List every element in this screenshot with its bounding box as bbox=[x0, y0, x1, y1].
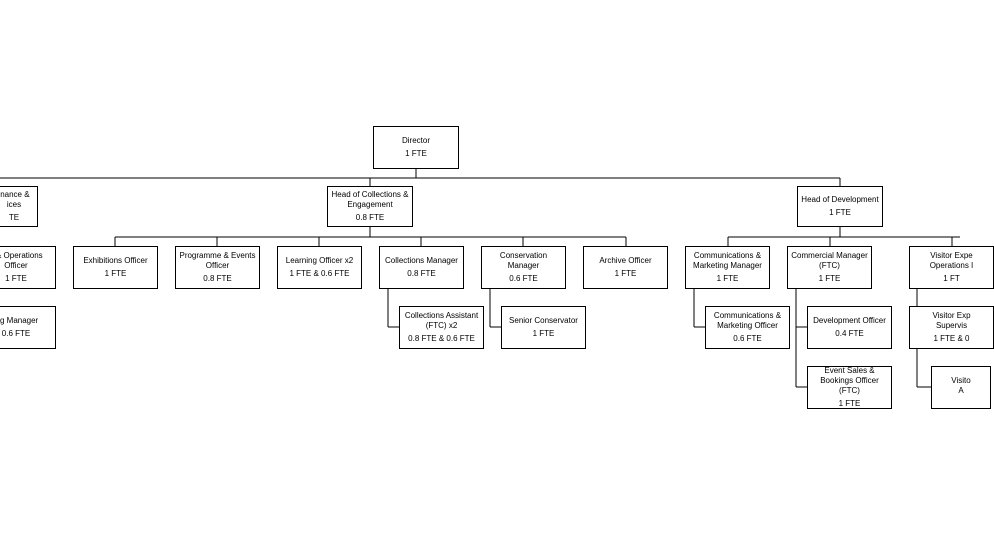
head-development-title: Head of Development bbox=[801, 195, 879, 204]
commercial-manager-title: Commercial Manager (FTC) bbox=[791, 251, 868, 270]
collections-assistant-fte: 0.8 FTE & 0.6 FTE bbox=[408, 334, 475, 343]
development-officer-fte: 0.4 FTE bbox=[835, 329, 864, 338]
conservation-manager-box: Conservation Manager 0.6 FTE bbox=[481, 246, 566, 289]
head-development-box: Head of Development 1 FTE bbox=[797, 186, 883, 227]
event-sales-box: Event Sales & Bookings Officer (FTC) 1 F… bbox=[807, 366, 892, 409]
development-officer-title: Development Officer bbox=[813, 316, 886, 325]
exhibitions-officer-title: Exhibitions Officer bbox=[83, 256, 148, 265]
conservation-manager-title: Conservation Manager bbox=[499, 251, 548, 270]
collections-manager-fte: 0.8 FTE bbox=[407, 269, 436, 278]
finance-manager-fte: 0.6 FTE bbox=[1, 329, 31, 338]
programme-events-box: Programme & Events Officer 0.8 FTE bbox=[175, 246, 260, 289]
head-collections-title: Head of Collections & Engagement bbox=[331, 190, 409, 209]
senior-conservator-box: Senior Conservator 1 FTE bbox=[501, 306, 586, 349]
finance-manager-box: ing Manager 0.6 FTE bbox=[0, 306, 56, 349]
comms-manager-box: Communications & Marketing Manager 1 FTE bbox=[685, 246, 770, 289]
finance-fte: TE bbox=[8, 213, 20, 222]
learning-officer-box: Learning Officer x2 1 FTE & 0.6 FTE bbox=[277, 246, 362, 289]
commercial-manager-fte: 1 FTE bbox=[818, 274, 841, 283]
director-fte: 1 FTE bbox=[405, 149, 427, 158]
visitor-supervisor-fte: 1 FTE & 0 bbox=[933, 334, 970, 343]
learning-officer-title: Learning Officer x2 bbox=[285, 256, 354, 265]
visitor-manager-fte: 1 FT bbox=[943, 274, 960, 283]
senior-conservator-title: Senior Conservator bbox=[509, 316, 578, 325]
visitor-supervisor-title: Visitor Exp Supervis bbox=[932, 311, 971, 330]
head-development-fte: 1 FTE bbox=[829, 208, 851, 217]
comms-manager-fte: 1 FTE bbox=[716, 274, 739, 283]
event-sales-title: Event Sales & Bookings Officer (FTC) bbox=[820, 366, 879, 395]
connector-lines bbox=[0, 169, 960, 388]
senior-conservator-fte: 1 FTE bbox=[532, 329, 555, 338]
comms-officer-fte: 0.6 FTE bbox=[733, 334, 762, 343]
exhibitions-officer-fte: 1 FTE bbox=[104, 269, 127, 278]
comms-officer-box: Communications & Marketing Officer 0.6 F… bbox=[705, 306, 790, 349]
finance-ops-title: e & Operations Officer bbox=[0, 251, 43, 270]
director-box: Director 1 FTE bbox=[373, 126, 459, 169]
visitor-assistant-box: Visito A bbox=[931, 366, 991, 409]
comms-officer-title: Communications & Marketing Officer bbox=[713, 311, 782, 330]
finance-title: inance & ices bbox=[0, 190, 30, 209]
exhibitions-officer-box: Exhibitions Officer 1 FTE bbox=[73, 246, 158, 289]
learning-officer-fte: 1 FTE & 0.6 FTE bbox=[289, 269, 350, 278]
conservation-manager-fte: 0.6 FTE bbox=[509, 274, 538, 283]
archive-officer-fte: 1 FTE bbox=[614, 269, 637, 278]
collections-manager-title: Collections Manager bbox=[385, 256, 458, 265]
finance-ops-fte: 1 FTE bbox=[5, 274, 27, 283]
archive-officer-title: Archive Officer bbox=[599, 256, 652, 265]
development-officer-box: Development Officer 0.4 FTE bbox=[807, 306, 892, 349]
head-collections-box: Head of Collections & Engagement 0.8 FTE bbox=[327, 186, 413, 227]
visitor-assistant-title: Visito A bbox=[951, 376, 971, 395]
collections-assistant-box: Collections Assistant (FTC) x2 0.8 FTE &… bbox=[399, 306, 484, 349]
org-chart: Director 1 FTE inance & ices TE e & Oper… bbox=[0, 126, 994, 409]
finance-manager-title: ing Manager bbox=[0, 316, 39, 325]
finance-ops-box: e & Operations Officer 1 FTE bbox=[0, 246, 56, 289]
archive-officer-box: Archive Officer 1 FTE bbox=[583, 246, 668, 289]
comms-manager-title: Communications & Marketing Manager bbox=[693, 251, 762, 270]
visitor-manager-title: Visitor Expe Operations I bbox=[929, 251, 974, 270]
event-sales-fte: 1 FTE bbox=[838, 399, 861, 408]
director-title: Director bbox=[401, 136, 430, 145]
visitor-manager-box: Visitor Expe Operations I 1 FT bbox=[909, 246, 994, 289]
programme-events-title: Programme & Events Officer bbox=[179, 251, 256, 270]
collections-manager-box: Collections Manager 0.8 FTE bbox=[379, 246, 464, 289]
programme-events-fte: 0.8 FTE bbox=[203, 274, 232, 283]
finance-box: inance & ices TE bbox=[0, 186, 38, 227]
collections-assistant-title: Collections Assistant (FTC) x2 bbox=[404, 311, 479, 330]
head-collections-fte: 0.8 FTE bbox=[355, 213, 385, 222]
visitor-supervisor-box: Visitor Exp Supervis 1 FTE & 0 bbox=[909, 306, 994, 349]
commercial-manager-box: Commercial Manager (FTC) 1 FTE bbox=[787, 246, 872, 289]
